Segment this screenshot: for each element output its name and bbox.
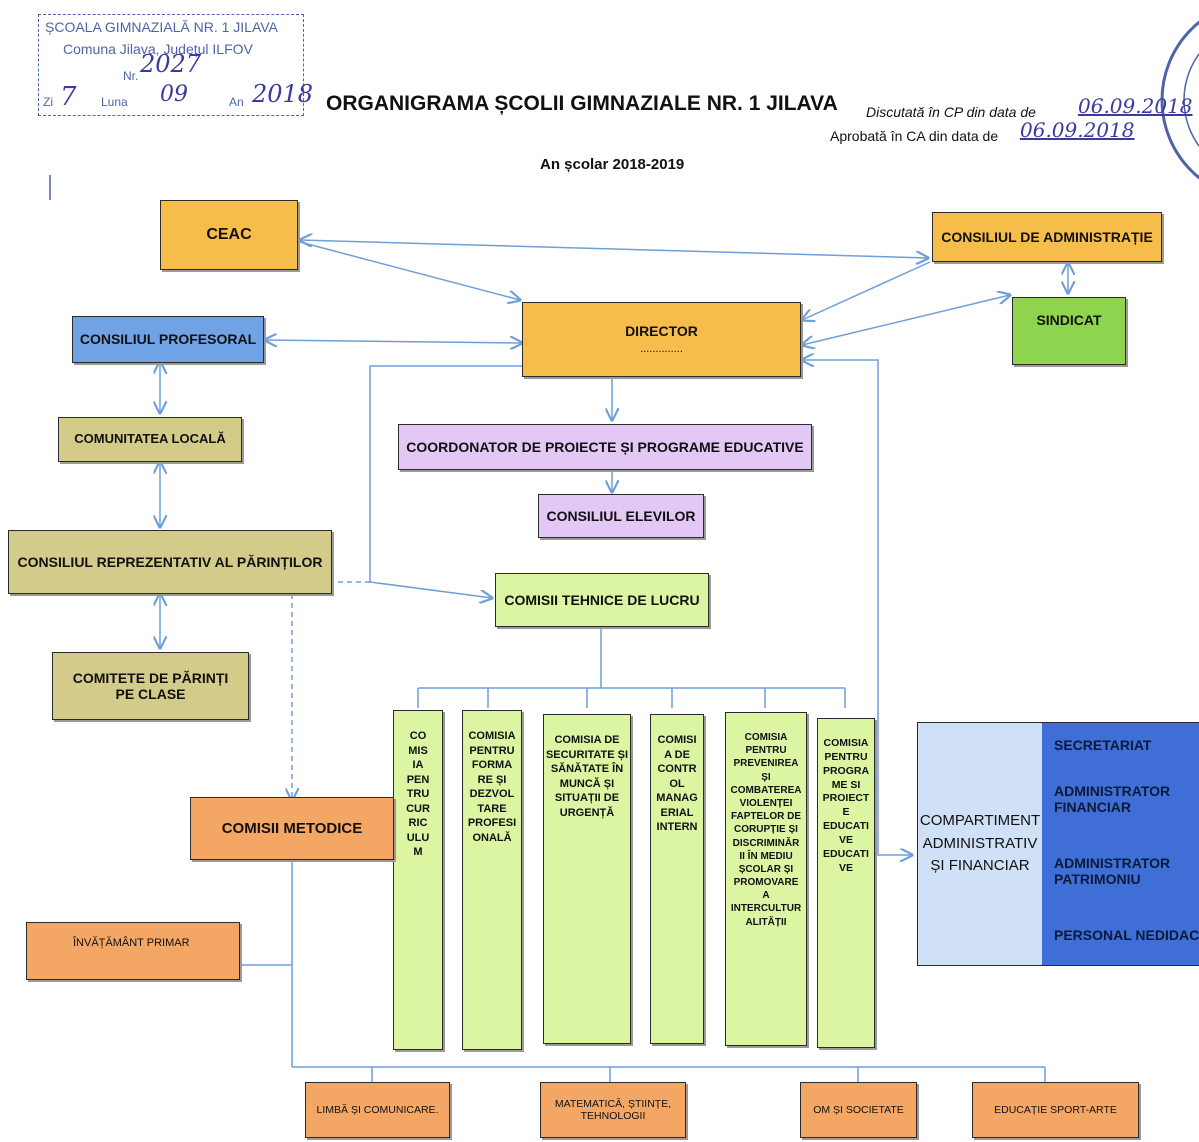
administrative-department-title: COMPARTIMENT ADMINISTRATIV ȘI FINANCIAR xyxy=(919,812,1041,875)
technical-commissions-box: COMISII TEHNICE DE LUCRU xyxy=(495,573,709,627)
area-math-science-technology: MATEMATICĂ, ȘTIINȚE, TEHNOLOGII xyxy=(540,1082,686,1138)
area-man-society: OM ȘI SOCIETATE xyxy=(800,1082,917,1138)
methodical-commissions-box: COMISII METODICE xyxy=(190,797,394,860)
administrative-department-box: COMPARTIMENT ADMINISTRATIV ȘI FINANCIAR … xyxy=(917,722,1199,966)
director-name-placeholder: .............. xyxy=(640,343,683,356)
educational-programs-commission: COMISIA PENTRU PROGRA ME SI PROIECT E ED… xyxy=(817,718,875,1048)
director-box: DIRECTOR .............. xyxy=(522,302,801,377)
administrative-department-title-panel: COMPARTIMENT ADMINISTRATIV ȘI FINANCIAR xyxy=(918,723,1042,965)
stamp-luna-label: Luna xyxy=(101,95,128,109)
ceac-box: CEAC xyxy=(160,200,298,270)
internal-control-commission-label: COMISI A DE CONTR OL MANAG ERIAL INTERN xyxy=(656,734,698,834)
patrimony-administrator-label: ADMINISTRATOR PATRIMONIU xyxy=(1054,855,1171,887)
union-box: SINDICAT xyxy=(1012,297,1126,365)
violence-prevention-commission-label: COMISIA PENTRU PREVENIREA ȘI COMBATEREA … xyxy=(730,732,802,928)
stamp-nr-label: Nr. xyxy=(123,69,139,83)
primary-education-box: ÎNVĂȚĂMÂNT PRIMAR xyxy=(26,922,240,980)
secretariat-label: SECRETARIAT xyxy=(1054,737,1152,753)
stamp-luna-value: 09 xyxy=(160,82,188,107)
administrative-department-roles: SECRETARIAT ADMINISTRATOR FINANCIAR ADMI… xyxy=(1042,723,1199,965)
professional-development-commission: COMISIA PENTRU FORMA RE ȘI DEZVOL TARE P… xyxy=(462,710,522,1050)
stamp-an-value: 2018 xyxy=(252,80,314,108)
page-title: ORGANIGRAMA ȘCOLII GIMNAZIALE NR. 1 JILA… xyxy=(326,92,838,115)
professional-development-commission-label: COMISIA PENTRU FORMA RE ȘI DEZVOL TARE P… xyxy=(467,730,517,844)
approved-date: 06.09.2018 xyxy=(1020,118,1135,142)
parents-council-box: CONSILIUL REPREZENTATIV AL PĂRINȚILOR xyxy=(8,530,332,594)
stamp-zi-value: 7 xyxy=(60,82,77,112)
students-council-box: CONSILIUL ELEVILOR xyxy=(538,494,704,538)
school-year: An școlar 2018-2019 xyxy=(540,156,685,173)
stamp-an-label: An xyxy=(229,95,244,109)
discussed-label: Discutată în CP din data de xyxy=(866,104,1036,120)
curriculum-commission-label: CO MIS IA PEN TRU CUR RIC ULU M xyxy=(406,730,430,859)
internal-control-commission: COMISI A DE CONTR OL MANAG ERIAL INTERN xyxy=(650,714,704,1044)
local-community-box: COMUNITATEA LOCALĂ xyxy=(58,417,242,462)
project-coordinator-box: COORDONATOR DE PROIECTE ȘI PROGRAME EDUC… xyxy=(398,424,812,470)
financial-administrator-label: ADMINISTRATOR FINANCIAR xyxy=(1054,783,1171,815)
stamp-zi-label: Zi xyxy=(43,95,53,109)
stamp-school-name: ȘCOALA GIMNAZIALĂ NR. 1 JILAVA xyxy=(45,19,278,35)
area-language-communication: LIMBĂ ȘI COMUNICARE. xyxy=(305,1082,450,1138)
director-title: DIRECTOR xyxy=(625,323,698,340)
safety-commission: COMISIA DE SECURITATE ȘI SĂNĂTATE ÎN MUN… xyxy=(543,714,631,1044)
safety-commission-label: COMISIA DE SECURITATE ȘI SĂNĂTATE ÎN MUN… xyxy=(545,734,629,819)
curriculum-commission: CO MIS IA PEN TRU CUR RIC ULU M xyxy=(393,710,443,1050)
educational-programs-commission-label: COMISIA PENTRU PROGRA ME SI PROIECT E ED… xyxy=(822,737,870,874)
teachers-council-box: CONSILIUL PROFESORAL xyxy=(72,316,264,363)
area-sport-arts: EDUCAȚIE SPORT-ARTE xyxy=(972,1082,1139,1138)
registration-stamp: ȘCOALA GIMNAZIALĂ NR. 1 JILAVA Comuna Ji… xyxy=(38,14,304,116)
approved-label: Aprobată în CA din data de xyxy=(830,128,999,144)
stamp-address: Comuna Jilava, Județul ILFOV xyxy=(63,41,253,57)
board-of-administration-box: CONSILIUL DE ADMINISTRAȚIE xyxy=(932,212,1162,262)
violence-prevention-commission: COMISIA PENTRU PREVENIREA ȘI COMBATEREA … xyxy=(725,712,807,1046)
stamp-nr-value: 2027 xyxy=(140,50,202,78)
non-teaching-staff-label: PERSONAL NEDIDACTIC xyxy=(1054,927,1199,943)
class-parent-committees-box: COMITETE DE PĂRINȚI PE CLASE xyxy=(52,652,249,720)
discussed-date: 06.09.2018 xyxy=(1078,94,1193,118)
